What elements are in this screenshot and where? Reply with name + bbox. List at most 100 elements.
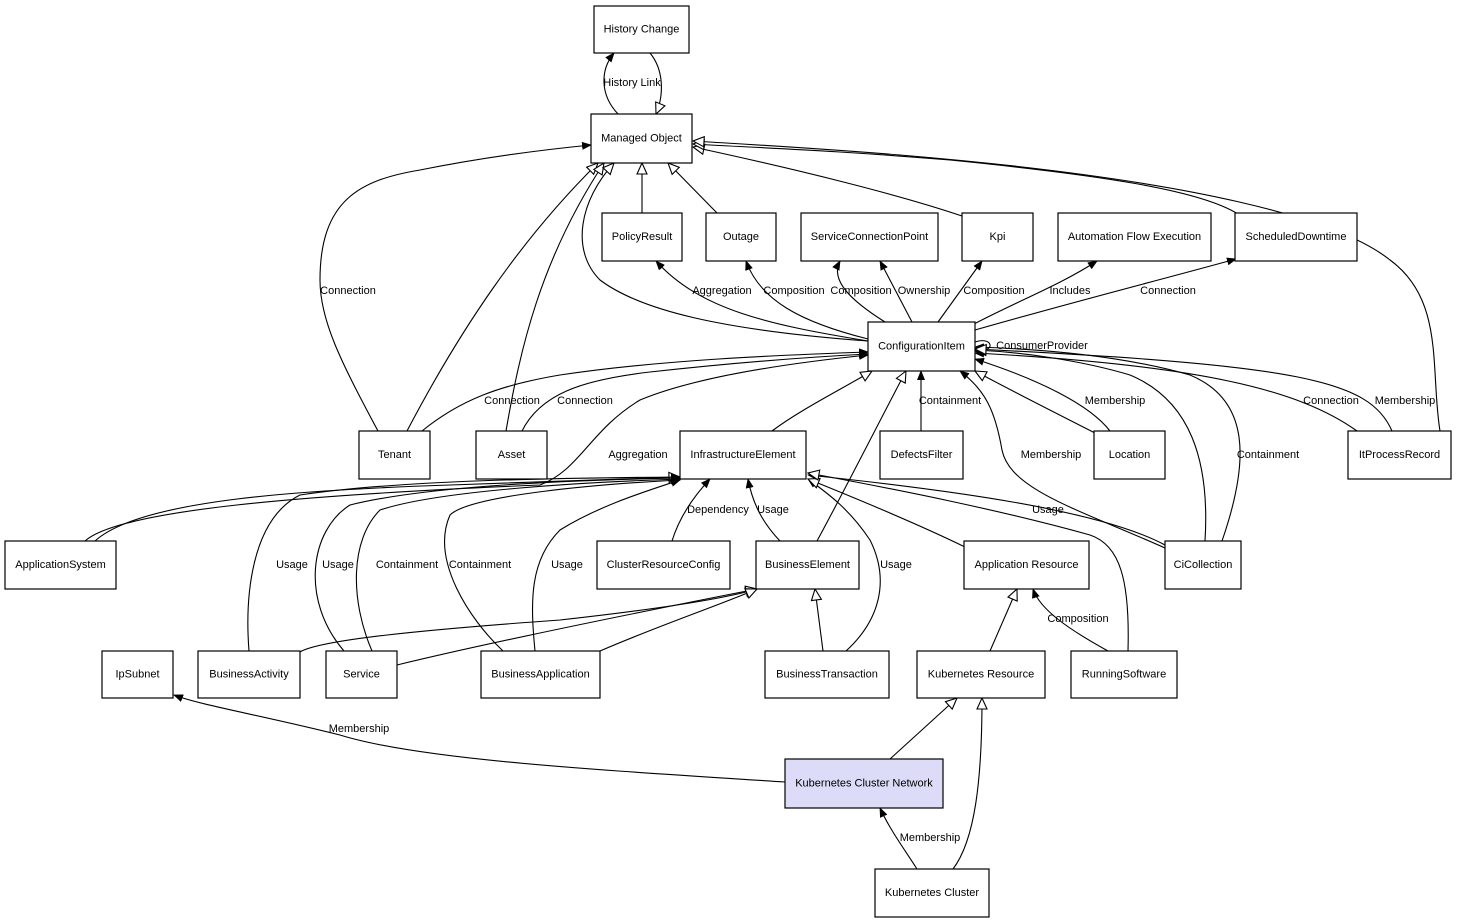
node-policy-result[interactable]: PolicyResult (601, 212, 683, 262)
node-tenant[interactable]: Tenant (358, 430, 431, 480)
label-containment-defects: Containment (919, 395, 981, 407)
node-kubernetes-cluster-network[interactable]: Kubernetes Cluster Network (784, 758, 944, 809)
edge-bapp-usage-ie (532, 479, 681, 652)
node-kubernetes-cluster[interactable]: Kubernetes Cluster (874, 868, 990, 918)
edge-composition-kpi (937, 260, 983, 323)
edge-location-inherits-ci (975, 371, 1096, 434)
node-scheduled-downtime[interactable]: ScheduledDowntime (1234, 212, 1358, 262)
node-service[interactable]: Service (325, 650, 398, 699)
node-label: Outage (723, 231, 759, 243)
edge-composition-outage (745, 260, 869, 340)
node-managed-object[interactable]: Managed Object (590, 113, 693, 164)
label-connection-sd: Connection (1140, 285, 1196, 297)
edge-kcn-membership-ipsubnet (173, 694, 786, 783)
node-label: ClusterResourceConfig (607, 559, 721, 571)
edge-ci-inherits-mo (581, 163, 869, 342)
node-application-system[interactable]: ApplicationSystem (4, 540, 117, 590)
edge-bact-inherits-be (299, 589, 757, 653)
node-ci-collection[interactable]: CiCollection (1164, 540, 1242, 590)
edge-history-link (603, 52, 661, 114)
node-asset[interactable]: Asset (475, 430, 548, 480)
edge-ownership-scp (879, 260, 913, 323)
node-outage[interactable]: Outage (705, 212, 777, 262)
label-usage-bapp: Usage (551, 559, 583, 571)
label-composition-kpi: Composition (963, 285, 1024, 297)
node-label: BusinessActivity (209, 668, 289, 680)
node-label: Service (343, 668, 380, 680)
edge-cicollection-usage-ie (807, 471, 1166, 546)
edge-cicollection-containment (974, 343, 1241, 542)
node-defects-filter[interactable]: DefectsFilter (879, 430, 964, 480)
label-connection-itpr: Connection (1303, 395, 1359, 407)
edge-be-inherits-ci (816, 371, 906, 542)
node-it-process-record[interactable]: ItProcessRecord (1347, 430, 1452, 480)
node-label: RunningSoftware (1082, 668, 1166, 680)
edge-aggregation-policy (655, 260, 869, 342)
label-usage-be: Usage (757, 504, 789, 516)
node-label: PolicyResult (612, 231, 673, 243)
node-business-transaction[interactable]: BusinessTransaction (764, 650, 890, 699)
node-history-change[interactable]: History Change (593, 5, 690, 54)
node-label: Kubernetes Resource (928, 668, 1034, 680)
edge-sd-inherits-mo (693, 144, 1239, 215)
node-label: ScheduledDowntime (1246, 231, 1347, 243)
label-aggregation-policy: Aggregation (692, 285, 751, 297)
node-configuration-item[interactable]: ConfigurationItem (867, 321, 976, 372)
edge-bact-usage-ie (247, 473, 681, 652)
edge-kpi-inherits-mo (693, 147, 963, 217)
edge-asset-inherits-mo (505, 163, 604, 432)
node-label: InfrastructureElement (690, 449, 795, 461)
node-label: BusinessApplication (491, 668, 589, 680)
node-automation-flow-execution[interactable]: Automation Flow Execution (1057, 212, 1212, 262)
node-label: IpSubnet (115, 668, 159, 680)
label-aggregation-appsys: Aggregation (608, 449, 667, 461)
edge-service-usage-ie (314, 474, 681, 652)
label-membership-kcn: Membership (900, 832, 961, 844)
label-dependency-crc: Dependency (687, 504, 749, 516)
label-membership-cicollection: Membership (1021, 449, 1082, 461)
label-containment-cicollection: Containment (1237, 449, 1299, 461)
node-ip-subnet[interactable]: IpSubnet (101, 650, 174, 699)
node-label: DefectsFilter (891, 449, 953, 461)
label-tenant-connection-ci: Connection (484, 395, 540, 407)
edge-tenant-inherits-mo (406, 163, 598, 432)
node-label: ApplicationSystem (15, 559, 106, 571)
label-usage-service: Usage (322, 559, 354, 571)
node-location[interactable]: Location (1093, 430, 1166, 480)
edge-composition-scp (832, 260, 886, 323)
label-consumer-provider: ConsumerProvider (996, 340, 1088, 352)
node-label: ConfigurationItem (878, 340, 965, 352)
edge-itpr-inherits-ci (975, 349, 1393, 432)
label-composition-outage: Composition (763, 285, 824, 297)
node-label: BusinessTransaction (776, 668, 878, 680)
label-asset-connection-ci: Connection (557, 395, 613, 407)
node-label: Kubernetes Cluster Network (795, 777, 933, 789)
label-usage-cicollection: Usage (1032, 504, 1064, 516)
node-kpi[interactable]: Kpi (961, 212, 1034, 262)
node-label: Tenant (378, 449, 411, 461)
edge-location-membership (974, 357, 1111, 432)
node-business-activity[interactable]: BusinessActivity (197, 650, 301, 699)
edge-kc-membership-kcn (879, 807, 918, 870)
label-history-link: History Link (603, 77, 661, 89)
edge-ie-inherits-ci (771, 371, 872, 432)
edge-kres-inherits-appres (989, 589, 1017, 652)
node-service-connection-point[interactable]: ServiceConnectionPoint (800, 212, 939, 262)
edge-outage-inherits-mo (668, 163, 718, 214)
node-business-element[interactable]: BusinessElement (755, 540, 860, 590)
edge-kc-inherits-kres (952, 698, 982, 870)
node-label: Kubernetes Cluster (885, 887, 979, 899)
node-cluster-resource-config[interactable]: ClusterResourceConfig (596, 540, 731, 590)
node-infrastructure-element[interactable]: InfrastructureElement (679, 430, 807, 480)
edge-service-containment-ie (355, 475, 681, 652)
node-business-application[interactable]: BusinessApplication (480, 650, 601, 699)
label-containment-service: Containment (376, 559, 438, 571)
label-membership-ipsubnet: Membership (329, 723, 390, 735)
edge-appres-inherits-ie (808, 479, 966, 548)
node-label: Automation Flow Execution (1068, 231, 1201, 243)
label-ownership-scp: Ownership (898, 285, 951, 297)
node-application-resource[interactable]: Application Resource (963, 540, 1090, 590)
node-kubernetes-resource[interactable]: Kubernetes Resource (916, 650, 1046, 699)
edge-includes-afe (973, 260, 1098, 325)
node-running-software[interactable]: RunningSoftware (1070, 650, 1178, 699)
